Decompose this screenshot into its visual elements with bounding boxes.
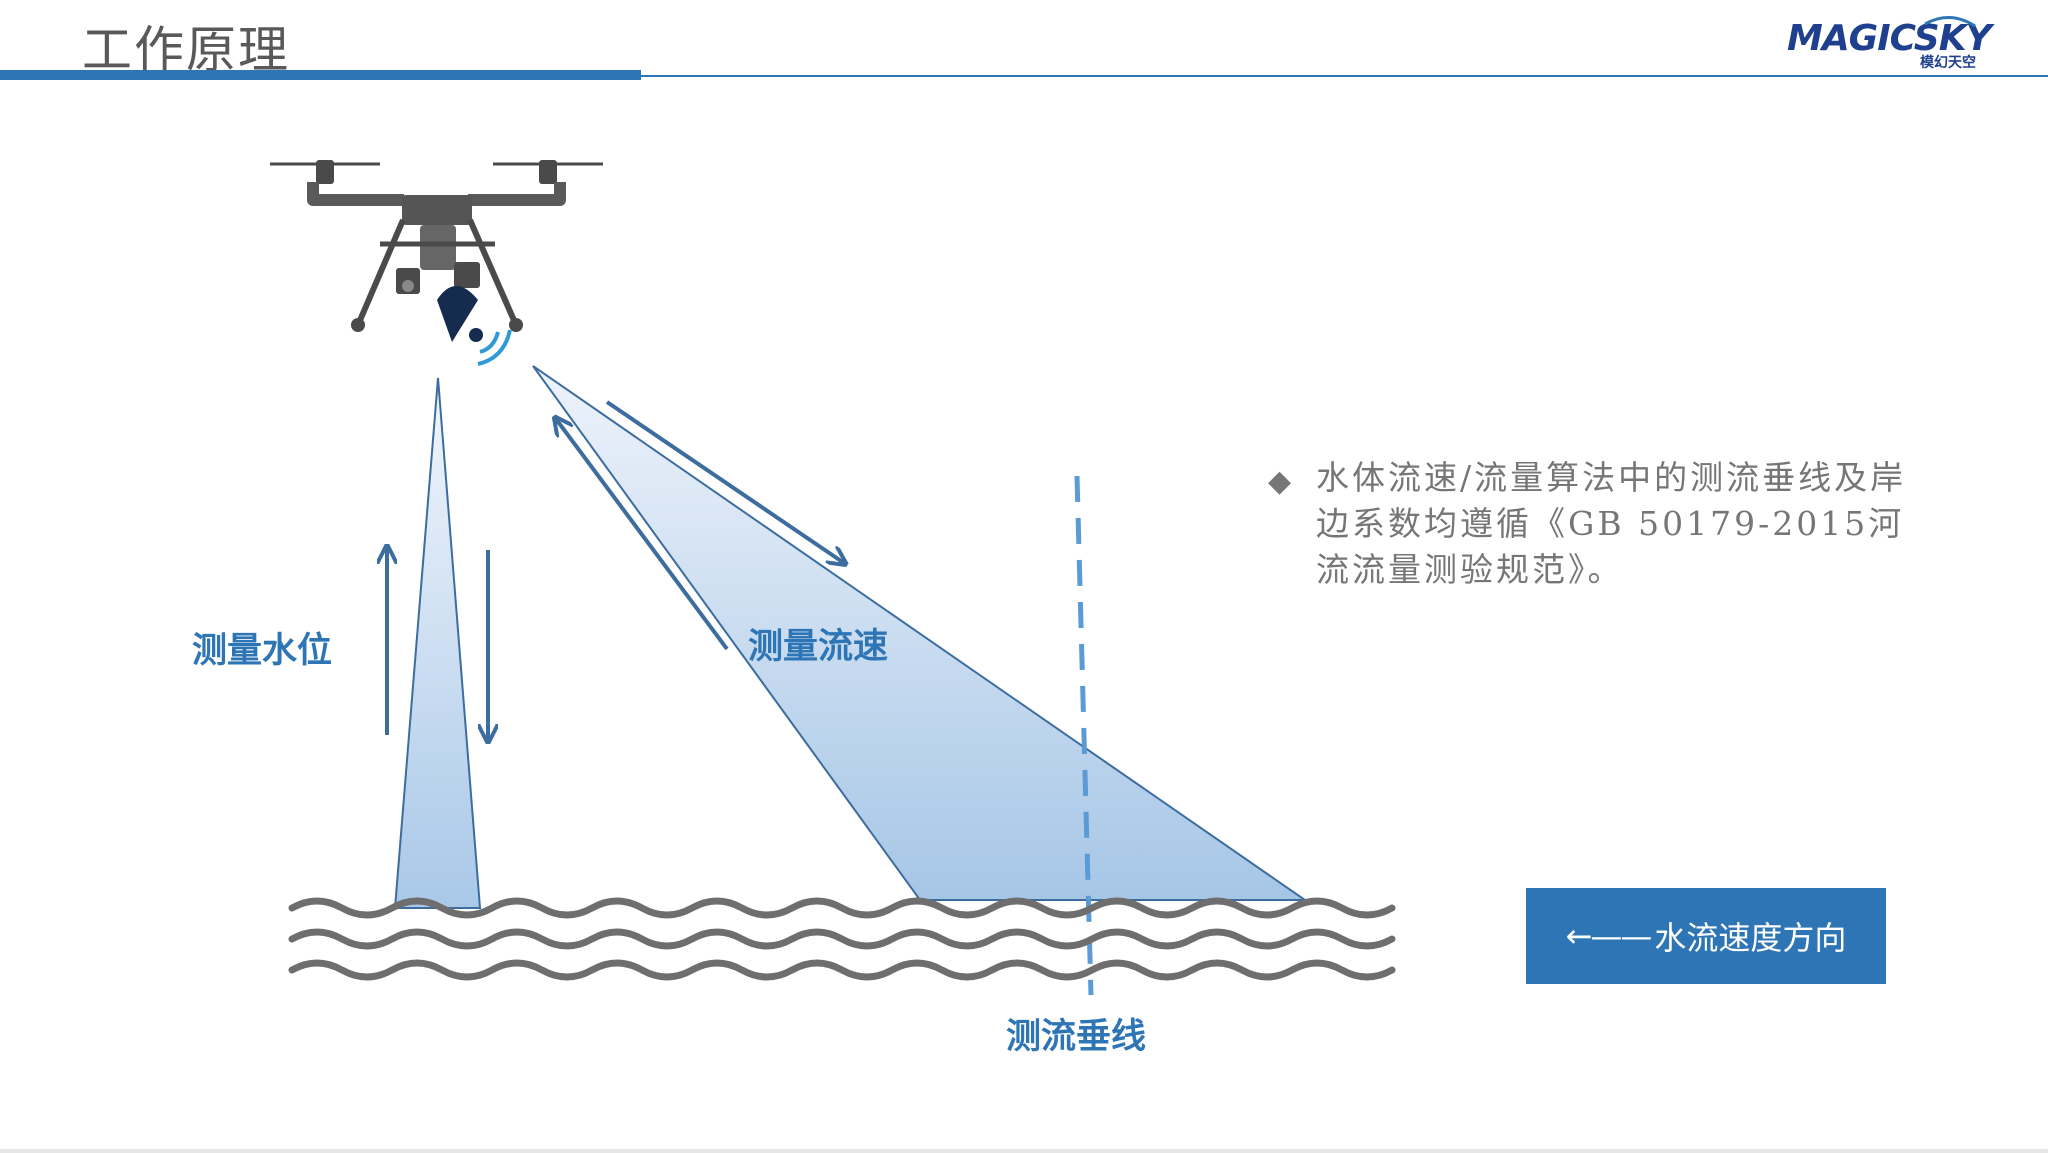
flow-velocity-return-arrow <box>556 419 729 651</box>
wave-line-top <box>288 897 1396 919</box>
standard-note: ◆ 水体流速/流量算法中的测流垂线及岸边系数均遵循《GB 50179-2015河… <box>1268 455 1928 593</box>
label-water-level: 测量水位 <box>192 631 333 671</box>
svg-text:MAGICSKY: MAGICSKY <box>1787 18 1996 59</box>
flow-velocity-out-arrow <box>605 400 844 563</box>
title-underline-thin <box>641 75 2048 77</box>
note-text: 水体流速/流量算法中的测流垂线及岸边系数均遵循《GB 50179-2015河流流… <box>1316 458 1907 589</box>
title-underline-thick <box>0 70 641 80</box>
label-vertical-line: 测流垂线 <box>1006 1017 1147 1057</box>
drone-icon <box>270 160 603 366</box>
diamond-bullet-icon: ◆ <box>1268 464 1295 499</box>
wave-line-bottom <box>288 959 1396 981</box>
flow-velocity-beam <box>532 365 1309 901</box>
wave-line-middle <box>288 928 1396 950</box>
svg-text:模幻天空: 模幻天空 <box>1920 54 1976 70</box>
flow-direction-label: 水流速度方向 <box>1654 919 1847 957</box>
logo-mark: MAGICSKY 模幻天空 <box>1787 16 1997 71</box>
left-arrow-icon: ←—— <box>1565 917 1653 955</box>
label-flow-velocity: 测量流速 <box>748 627 889 667</box>
water-level-beam <box>393 377 482 909</box>
water-waves <box>288 897 1396 981</box>
footer-divider <box>0 1149 2048 1153</box>
page-title: 工作原理 <box>82 21 290 79</box>
company-logo: MAGICSKY 模幻天空 <box>1785 14 2000 71</box>
flow-direction-box: ←—— 水流速度方向 <box>1526 888 1886 984</box>
measurement-vertical-line <box>1074 475 1094 996</box>
